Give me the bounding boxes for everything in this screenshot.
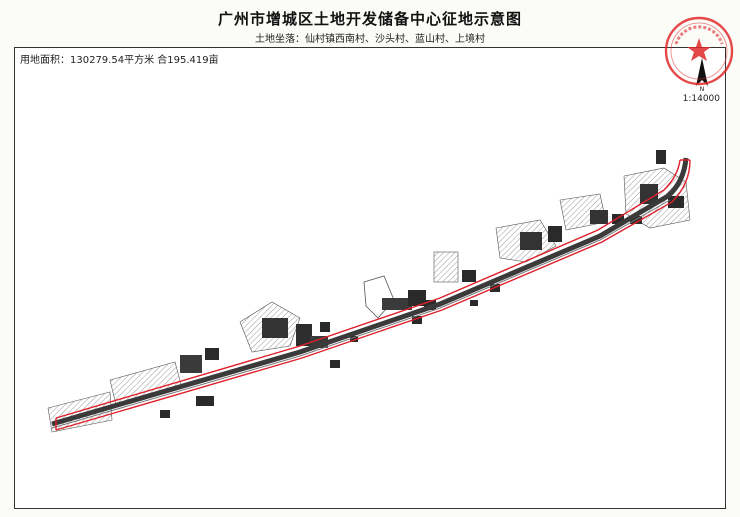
map-title: 广州市增城区土地开发储备中心征地示意图 (217, 10, 522, 28)
map-scale: 1:14000 (682, 94, 720, 104)
road-corridor (51, 157, 689, 429)
svg-text:N: N (700, 86, 705, 92)
land-location: 土地坐落：仙村镇西南村、沙头村、蓝山村、上境村 (255, 34, 485, 45)
official-seal-icon (664, 16, 734, 86)
map-frame (14, 47, 726, 509)
land-area: 用地面积：130279.54平方米 合195.419亩 (20, 55, 219, 66)
land-boundary (55, 159, 691, 431)
surrounding-buildings (47, 150, 691, 433)
